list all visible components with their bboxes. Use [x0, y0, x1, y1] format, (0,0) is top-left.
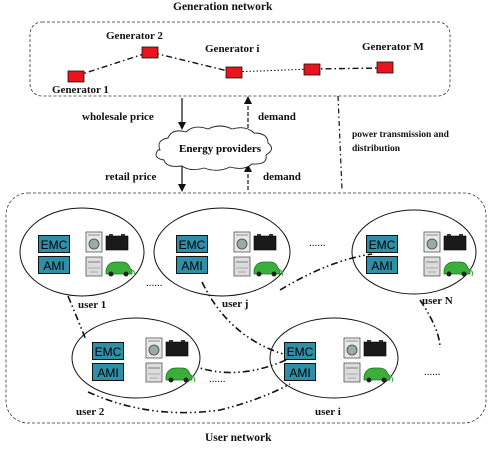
ellipsis-1: ......: [146, 277, 163, 289]
generation-network-title: Generation network: [173, 1, 273, 13]
energy-providers-label: Energy providers: [179, 143, 262, 155]
emc-box-user-1: EMC: [38, 235, 70, 253]
ellipsis-2: ......: [309, 237, 326, 249]
generator-m-marker: [376, 61, 394, 74]
user-2-label: user 2: [76, 406, 105, 418]
transmission-line: [337, 95, 343, 191]
appliances-icon-user-1: [85, 231, 136, 277]
user-links: [67, 253, 441, 414]
user-2-ellipse: [71, 317, 201, 399]
generator-m-label: Generator M: [362, 41, 424, 53]
user-i-ellipse: [269, 317, 399, 399]
transmission-label-line1: power transmission and: [352, 130, 449, 140]
user-network-title: User network: [205, 432, 272, 444]
generator-i-marker: [225, 66, 243, 79]
generator-2-label: Generator 2: [106, 30, 163, 42]
user-network-box: [5, 192, 487, 424]
generator-1-label: Generator 1: [52, 84, 109, 96]
generator-extra-marker: [303, 63, 321, 76]
user-i-label: user i: [315, 406, 341, 418]
generator-i-label: Generator i: [205, 43, 260, 55]
ellipsis-4: ......: [424, 366, 441, 378]
emc-box-user-n: EMC: [366, 235, 398, 253]
user-n-ellipse: [351, 209, 477, 295]
demand-bottom-label: demand: [263, 171, 301, 183]
emc-box-user-i: EMC: [284, 342, 316, 360]
ami-box-user-2: AMI: [92, 363, 124, 381]
ami-box-user-j: AMI: [176, 256, 208, 274]
user-1-label: user 1: [78, 299, 107, 311]
wholesale-price-label: wholesale price: [82, 111, 154, 123]
generator-1-marker: [67, 70, 85, 83]
appliances-icon-user-j: [233, 231, 284, 277]
user-n-label: user N: [422, 295, 453, 307]
energy-providers-cloud: [155, 125, 272, 171]
appliances-icon-user-i: [343, 337, 394, 383]
user-1-ellipse: [19, 207, 145, 297]
transmission-label-line2: distribution: [352, 144, 401, 154]
demand-top-label: demand: [258, 111, 296, 123]
user-j-label: user j: [222, 298, 249, 310]
appliances-icon-user-2: [145, 337, 196, 383]
ellipsis-3: ......: [209, 373, 226, 385]
user-j-ellipse: [153, 207, 291, 297]
emc-box-user-2: EMC: [92, 342, 124, 360]
ami-box-user-1: AMI: [38, 256, 70, 274]
ami-box-user-n: AMI: [366, 256, 398, 274]
emc-box-user-j: EMC: [176, 235, 208, 253]
ami-box-user-i: AMI: [284, 363, 316, 381]
appliances-icon-user-n: [423, 231, 474, 277]
generator-2-marker: [141, 46, 159, 59]
generation-network-box: [29, 21, 451, 97]
retail-price-label: retail price: [105, 171, 157, 183]
